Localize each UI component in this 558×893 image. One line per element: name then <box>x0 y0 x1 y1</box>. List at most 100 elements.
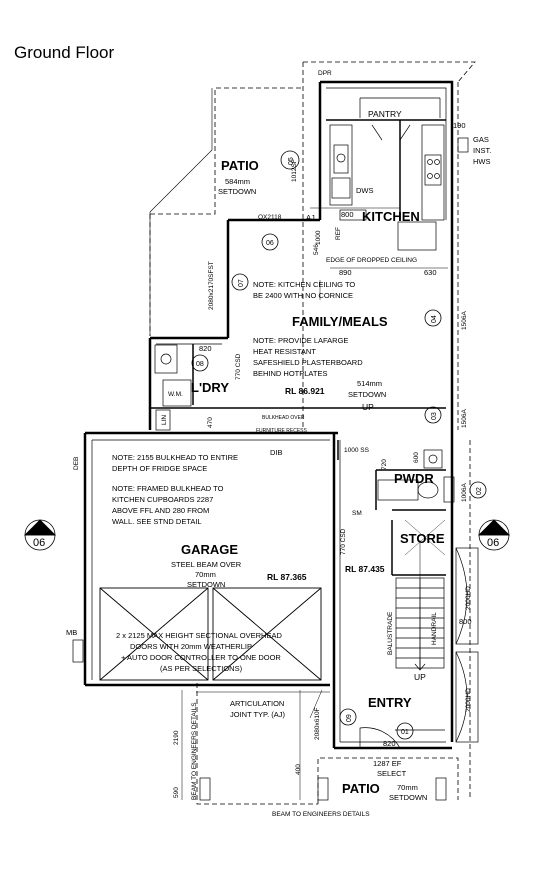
framed-bulkhead-note-2: KITCHEN CUPBOARDS 2287 <box>112 495 213 504</box>
patio-front-setdown-1: 70mm <box>397 783 418 792</box>
powder-room-fixtures <box>377 449 443 501</box>
dim-546: 546 <box>313 244 320 255</box>
bulkhead-note-1: NOTE: 2155 BULKHEAD TO ENTIRE <box>112 453 238 462</box>
dim-1000: 1000 <box>315 230 322 245</box>
section-letter-right: A <box>489 519 497 533</box>
window-2000hd-1: 2000HD <box>465 586 472 610</box>
door-2080: 2080x610F <box>314 707 321 740</box>
handrail-label: HANDRAIL <box>431 612 438 645</box>
markers <box>191 150 487 740</box>
laundry-fixtures <box>154 344 192 431</box>
dib-label: DIB <box>270 448 283 457</box>
marker-03: 03 <box>431 412 438 420</box>
dim-820-a: 820 <box>199 344 212 353</box>
lafarge-note-1: NOTE: PROVIDE LAFARGE <box>253 336 348 345</box>
kitchen-ceiling-note-1: NOTE: KITCHEN CEILING TO <box>253 280 355 289</box>
dim-630: 630 <box>424 268 437 277</box>
store-label: STORE <box>400 531 445 546</box>
balustrade-label: BALUSTRADE <box>387 611 394 655</box>
garage-doors-note-3: + AUTO DOOR CONTROLLER TO ONE DOOR <box>121 653 281 662</box>
pwdr-label: PWDR <box>394 471 434 486</box>
deb-label: DEB <box>73 457 80 470</box>
garage-doors-note-4: (AS PER SELECTIONS) <box>160 664 243 673</box>
edge-ceiling-note: EDGE OF DROPPED CEILING <box>326 257 417 264</box>
steel-beam-note-2: 70mm <box>195 570 216 579</box>
wm-label: W.M. <box>168 391 183 398</box>
wall-bands <box>91 87 447 743</box>
aj-label: AJ <box>306 213 315 222</box>
up-arrow <box>414 660 426 671</box>
bulkhead-note-2: DEPTH OF FRIDGE SPACE <box>112 464 207 473</box>
marker-08: 08 <box>196 361 204 368</box>
garage-doors <box>99 587 322 681</box>
dim-800-b: 800 <box>459 617 472 626</box>
bulkhead-over-note: BULKHEAD OVER <box>262 415 305 421</box>
dim-2190: 2190 <box>173 730 180 745</box>
select-ef-1: 1287 EF <box>373 759 402 768</box>
gas-label-3: HWS <box>473 157 491 166</box>
dws-label: DWS <box>356 186 374 195</box>
steel-beam-note-1: STEEL BEAM OVER <box>171 560 242 569</box>
dpr-label: DPR <box>318 70 332 77</box>
framed-bulkhead-note-3: ABOVE FFL AND 280 FROM <box>112 506 209 515</box>
piers <box>72 137 469 801</box>
sm-label: SM <box>352 510 362 517</box>
gas-label-1: GAS <box>473 135 489 144</box>
garage-doors-note-2: DOORS WITH 20mm WEATHERLIP <box>130 642 252 651</box>
garage-label: GARAGE <box>181 542 238 557</box>
entry-door <box>359 727 445 749</box>
lafarge-note-2: HEAT RESISTANT <box>253 347 316 356</box>
dim-590: 590 <box>173 787 180 798</box>
steel-beam-note-3: SETDOWN <box>187 580 225 589</box>
beam-note-bottom: BEAM TO ENGINEERS DETAILS <box>272 811 370 818</box>
section-markers <box>24 519 510 551</box>
window-1506a-2: 1506A <box>461 409 468 428</box>
furniture-recess-note: FURNITURE RECESS <box>256 428 308 434</box>
setdown-514-2: SETDOWN <box>348 390 386 399</box>
marker-06: 06 <box>266 240 274 247</box>
entry-label: ENTRY <box>368 695 412 710</box>
section-letter-left: A <box>35 519 43 533</box>
lafarge-note-3: SAFESHIELD PLASTERBOARD <box>253 358 363 367</box>
ox-label: OX2118 <box>258 214 282 221</box>
setdown-514-1: 514mm <box>357 379 382 388</box>
marker-02: 02 <box>476 487 483 495</box>
dim-800-a: 800 <box>341 210 354 219</box>
beam-note-vertical: BEAM TO ENGINEERS DETAILS <box>191 702 198 800</box>
marker-07: 07 <box>238 279 245 287</box>
patio-rear-setdown-2: SETDOWN <box>218 187 256 196</box>
window-1006a: 1006A <box>461 483 468 502</box>
mb-label: MB <box>66 628 77 637</box>
up-label-1: UP <box>362 402 374 412</box>
csd-770-a: 770 CSD <box>235 353 242 380</box>
internal-walls <box>150 119 446 576</box>
dim-600: 600 <box>413 452 420 463</box>
family-label: FAMILY/MEALS <box>292 314 388 329</box>
ss-label: 1000 SS <box>344 447 370 454</box>
dimension-lines <box>181 207 448 800</box>
kitchen-ceiling-note-2: BE 2400 WITH NO CORNICE <box>253 291 353 300</box>
sfst-2080: 2080x2170SFST <box>208 261 215 310</box>
articulation-note-1: ARTICULATION <box>230 699 284 708</box>
dim-820-c: 820 <box>383 739 396 748</box>
section-num-left: 06 <box>33 537 45 549</box>
laundry-label: L'DRY <box>191 380 229 395</box>
front-windows <box>455 547 479 743</box>
window-1506a-1: 1506A <box>461 311 468 330</box>
csd-770-b: 770 CSD <box>340 528 347 555</box>
patio-rear-label: PATIO <box>221 158 259 173</box>
patio-rear-setdown-1: 584mm <box>225 177 250 186</box>
marker-01: 01 <box>401 729 409 736</box>
lin-label: LIN <box>161 415 168 425</box>
kitchen-label: KITCHEN <box>362 209 420 224</box>
garage-doors-note-1: 2 x 2125 MAX HEIGHT SECTIONAL OVERHEAD <box>116 631 282 640</box>
entry-level: RL 87.435 <box>345 564 385 574</box>
external-walls <box>83 80 454 750</box>
family-level: RL 86.921 <box>285 386 325 396</box>
lafarge-note-4: BEHIND HOTPLATES <box>253 369 327 378</box>
marker-04: 04 <box>431 315 438 323</box>
kitchen-cabinets <box>329 97 445 251</box>
